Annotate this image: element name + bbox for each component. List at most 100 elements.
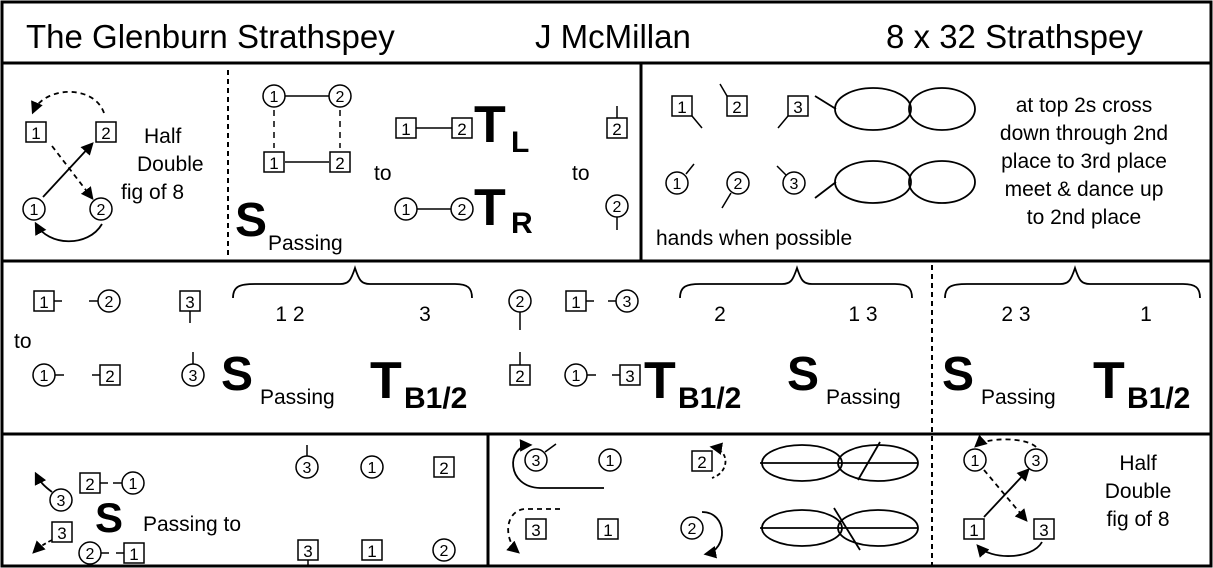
reel-loops-bottom xyxy=(760,507,919,551)
fig-of-8-label: fig of 8 xyxy=(1106,508,1169,531)
svg-text:2: 2 xyxy=(440,543,449,560)
man-1-square: 1 xyxy=(671,95,703,129)
svg-text:B1/2: B1/2 xyxy=(1127,382,1190,415)
bar1-half-double-figure-of-eight: 1 2 1 2 Half Double fig of 8 xyxy=(22,91,204,243)
woman-1-circle: 1 xyxy=(963,448,987,472)
woman-2-circle: 2 xyxy=(89,197,113,221)
svg-text:1: 1 xyxy=(606,453,615,470)
woman-1-circle: 1 xyxy=(598,448,622,472)
svg-text:2: 2 xyxy=(458,202,467,219)
dashed-arrow-top xyxy=(31,91,105,115)
man-1-square: 1 xyxy=(565,290,587,312)
bar4-strathspey-passing: 3 2 1 3 2 1 S Passing to xyxy=(32,445,456,566)
to-label: to xyxy=(14,330,32,353)
svg-text:3: 3 xyxy=(623,294,632,311)
half-label: Half xyxy=(144,125,182,148)
woman-3-circle: 3 xyxy=(181,363,205,387)
woman-2-circle: 2 xyxy=(508,289,532,313)
turn-both-hands-2: T B1/2 xyxy=(644,352,741,415)
woman-1-circle: 1 xyxy=(360,455,384,479)
woman-3-circle: 3 xyxy=(776,165,806,195)
man-3-square: 3 xyxy=(525,518,547,540)
cast-arrow-top xyxy=(512,439,604,489)
svg-text:down through 2nd: down through 2nd xyxy=(1000,122,1168,145)
man-2-square: 2 xyxy=(719,83,748,117)
bar4-casting-and-reels: 3 1 2 3 1 2 xyxy=(506,439,919,559)
svg-text:Passing: Passing xyxy=(981,386,1056,409)
svg-text:place to 3rd place: place to 3rd place xyxy=(1001,150,1167,173)
svg-text:1: 1 xyxy=(971,453,980,470)
svg-text:3: 3 xyxy=(532,453,541,470)
svg-text:T: T xyxy=(1093,352,1125,410)
reel-loops-top xyxy=(760,441,919,482)
svg-text:B1/2: B1/2 xyxy=(678,382,741,415)
strathspey-s-label: S xyxy=(95,494,123,541)
svg-text:1: 1 xyxy=(401,120,410,139)
turn-arrow xyxy=(701,511,723,559)
svg-text:2: 2 xyxy=(457,120,466,139)
woman-2-circle: 2 xyxy=(432,538,456,562)
woman-1-circle: 1 xyxy=(394,197,418,221)
strathspey-s-label: S xyxy=(235,194,267,247)
svg-text:3: 3 xyxy=(790,176,799,193)
svg-text:3: 3 xyxy=(185,293,194,312)
arrow-diagonal-solid xyxy=(983,468,1030,518)
svg-text:to 2nd place: to 2nd place xyxy=(1027,206,1141,229)
svg-text:2: 2 xyxy=(105,294,114,311)
svg-text:2: 2 xyxy=(688,521,697,538)
group-a-positions: 1 2 3 to 1 2 xyxy=(14,289,205,387)
woman-1-circle: 1 xyxy=(22,197,46,221)
svg-text:1: 1 xyxy=(402,202,411,219)
passing-to-label: Passing to xyxy=(143,513,241,536)
man-3-square: 3 xyxy=(777,95,809,129)
arrow-diagonal-dashed xyxy=(983,469,1028,522)
arrow-up-left xyxy=(34,471,53,493)
svg-text:1: 1 xyxy=(30,202,39,219)
header: The Glenburn Strathspey J McMillan 8 x 3… xyxy=(26,18,1143,55)
svg-text:1: 1 xyxy=(603,521,612,540)
man-1-square: 1 xyxy=(963,518,985,540)
dance-title: The Glenburn Strathspey xyxy=(26,18,395,55)
svg-text:1: 1 xyxy=(270,89,279,106)
svg-text:1 2: 1 2 xyxy=(275,303,304,326)
bar4-half-double-figure-of-eight: 1 3 1 3 Half Double fig of 8 xyxy=(963,434,1172,558)
man-3-square: 3 xyxy=(51,521,73,543)
svg-text:2: 2 xyxy=(336,89,345,106)
woman-2-circle: 2 xyxy=(78,541,102,565)
svg-text:3: 3 xyxy=(189,368,198,385)
man-2-square: 2 xyxy=(79,472,101,494)
svg-text:3: 3 xyxy=(419,303,431,326)
svg-text:2: 2 xyxy=(97,202,106,219)
woman-2-circle: 2 xyxy=(97,289,121,313)
reel-loops-top xyxy=(814,87,976,131)
arrow-diagonal-dashed xyxy=(51,145,94,200)
svg-text:1: 1 xyxy=(673,176,682,193)
man-1-square: 1 xyxy=(123,542,145,564)
svg-text:1: 1 xyxy=(367,542,376,561)
bar2-cross-down-and-up: 1 2 3 1 2 3 xyxy=(656,83,1168,250)
svg-text:2: 2 xyxy=(714,303,726,326)
man-1-square: 1 xyxy=(597,518,619,540)
svg-text:3: 3 xyxy=(303,460,312,477)
strathspey-passing-1: S Passing xyxy=(221,348,335,409)
bar2-description: at top 2s cross down through 2nd place t… xyxy=(1000,94,1168,229)
svg-text:1: 1 xyxy=(39,293,48,312)
to-label: to xyxy=(572,162,590,185)
svg-text:3: 3 xyxy=(303,542,312,561)
double-label: Double xyxy=(1105,480,1172,503)
svg-text:2: 2 xyxy=(613,199,622,216)
svg-text:S: S xyxy=(787,348,819,401)
brace-3: 2 3 1 xyxy=(944,265,1201,326)
svg-text:B1/2: B1/2 xyxy=(404,382,467,415)
svg-text:1: 1 xyxy=(1140,303,1152,326)
svg-text:3: 3 xyxy=(625,367,634,386)
dashed-cast-arrow xyxy=(506,508,560,554)
svg-text:1: 1 xyxy=(269,154,278,173)
half-label: Half xyxy=(1119,452,1157,475)
svg-text:2: 2 xyxy=(516,294,525,311)
brace-2: 2 1 3 xyxy=(679,265,913,326)
right-subscript: R xyxy=(511,207,533,240)
svg-text:1: 1 xyxy=(677,98,686,117)
svg-text:1: 1 xyxy=(572,368,581,385)
